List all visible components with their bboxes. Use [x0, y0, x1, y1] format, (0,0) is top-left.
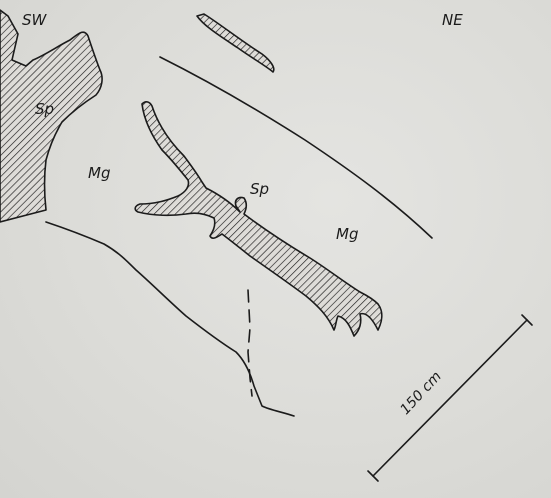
vein-upper [197, 14, 274, 72]
vein-main [135, 102, 382, 336]
rock-label-mg-upper: Mg [88, 164, 110, 182]
scale-bar-line [373, 320, 527, 476]
orientation-label-ne: NE [442, 11, 463, 29]
rock-label-sp-upper: Sp [35, 100, 54, 118]
rock-label-sp-center: Sp [250, 180, 269, 198]
orientation-label-sw: SW [22, 11, 48, 29]
rock-label-mg-center: Mg [336, 225, 358, 243]
